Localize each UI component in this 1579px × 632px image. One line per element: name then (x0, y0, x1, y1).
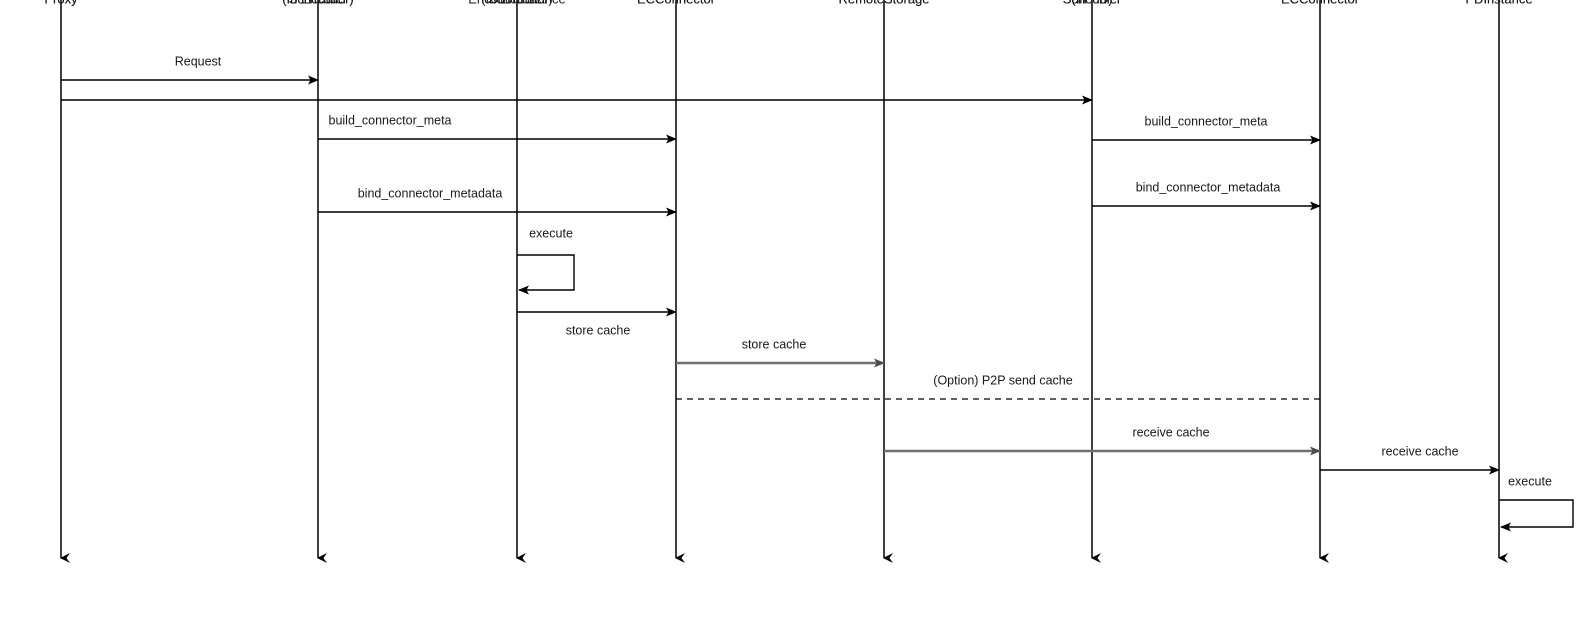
participant-label-line1: Scheduler (1063, 0, 1122, 6)
participant-box-remote_storage-bottom[interactable]: RemoteStorage (838, 0, 929, 6)
participant-label-line1: Scheduler (289, 0, 348, 6)
message-label: build_connector_meta (1145, 114, 1268, 128)
message-m3[interactable]: build_connector_meta (318, 113, 677, 144)
participant-box-proxy-bottom[interactable]: Proxy (44, 0, 78, 6)
messages-layer: Request build_connector_meta build_connect… (61, 54, 1500, 475)
participant-box-ec_connector_e-bottom[interactable]: ECConnector (637, 0, 716, 6)
self-message-label: execute (529, 226, 573, 240)
participant-box-pd_instance-top[interactable]: PDInstance (1465, 0, 1532, 6)
participant-label-line1: EncoderInstance (468, 0, 566, 6)
participant-label-line1: ECConnector (1281, 0, 1360, 6)
participant-label-line1: Scheduler (1063, 0, 1122, 6)
participant-label-line1: RemoteStorage (838, 0, 929, 6)
participant-label-line1: Scheduler (488, 0, 547, 6)
participant-label-line1: ECConnector (637, 0, 716, 6)
participant-box-scheduler_enc-top[interactable]: Scheduler(In Encoder) (282, 0, 354, 6)
message-label: store cache (566, 323, 631, 337)
message-label: Request (175, 54, 222, 68)
message-m7[interactable]: store cache (517, 307, 677, 337)
self-message-path (1499, 499, 1574, 532)
message-label: bind_connector_metadata (1136, 180, 1281, 194)
message-label: receive cache (1132, 425, 1209, 439)
participant-label-line1: Scheduler (289, 0, 348, 6)
participant-box-pd_instance-bottom[interactable]: PDInstance (1465, 0, 1532, 6)
participant-box-encoder_inst-bottom[interactable]: Scheduler(In Encoder) (481, 0, 553, 6)
participant-box-scheduler_enc-bottom[interactable]: Scheduler(In Encoder) (282, 0, 354, 6)
message-m11[interactable]: receive cache (1320, 444, 1500, 475)
participant-box-scheduler_pd-top[interactable]: Scheduler(In PD) (1063, 0, 1122, 6)
message-label: store cache (742, 337, 807, 351)
participant-label-line2: (In PD) (1071, 0, 1112, 6)
participant-label-line1: PDInstance (1465, 0, 1532, 6)
participant-label-line1: Proxy (44, 0, 78, 6)
participant-label-line2: (In Encoder) (282, 0, 354, 6)
message-m10[interactable]: receive cache (884, 425, 1321, 456)
message-m9[interactable]: (Option) P2P send cache (676, 373, 1320, 400)
message-label: bind_connector_metadata (358, 186, 503, 200)
participant-label-line1: ECConnector (1281, 0, 1360, 6)
message-m5[interactable]: bind_connector_metadata (318, 186, 677, 217)
bottom-participant-boxes: ProxyScheduler(In Encoder)Scheduler(In E… (44, 0, 1532, 6)
participant-box-ec_connector_p-bottom[interactable]: ECConnector (1281, 0, 1360, 6)
participant-label-line2: (In Encoder) (481, 0, 553, 6)
message-label: build_connector_meta (329, 113, 452, 127)
lifelines-layer (60, 0, 1508, 563)
self-message-path (517, 254, 575, 295)
participant-box-ec_connector_p-top[interactable]: ECConnector (1281, 0, 1360, 6)
self-messages-layer: execute execute (517, 226, 1574, 532)
message-m8[interactable]: store cache (676, 337, 885, 368)
message-m6[interactable]: bind_connector_metadata (1092, 180, 1321, 211)
participant-label-line1: Proxy (44, 0, 78, 6)
participant-label-line1: RemoteStorage (838, 0, 929, 6)
participant-box-remote_storage-top[interactable]: RemoteStorage (838, 0, 929, 6)
participant-label-line2: (In PD) (1071, 0, 1112, 6)
top-participant-boxes: ProxyScheduler(In Encoder)EncoderInstanc… (44, 0, 1532, 6)
message-m1[interactable]: Request (61, 54, 319, 85)
message-label: (Option) P2P send cache (933, 373, 1072, 387)
participant-box-encoder_inst-top[interactable]: EncoderInstance (468, 0, 566, 6)
participant-label-line1: ECConnector (637, 0, 716, 6)
self-message-label: execute (1508, 474, 1552, 488)
message-m4[interactable]: build_connector_meta (1092, 114, 1321, 145)
message-label: receive cache (1381, 444, 1458, 458)
self-message-s1[interactable]: execute (517, 226, 575, 295)
participant-box-ec_connector_e-top[interactable]: ECConnector (637, 0, 716, 6)
participant-box-scheduler_pd-bottom[interactable]: Scheduler(In PD) (1063, 0, 1122, 6)
participant-label-line1: PDInstance (1465, 0, 1532, 6)
participant-label-line2: (In Encoder) (282, 0, 354, 6)
participant-box-proxy-top[interactable]: Proxy (44, 0, 78, 6)
self-message-s2[interactable]: execute (1499, 474, 1574, 532)
